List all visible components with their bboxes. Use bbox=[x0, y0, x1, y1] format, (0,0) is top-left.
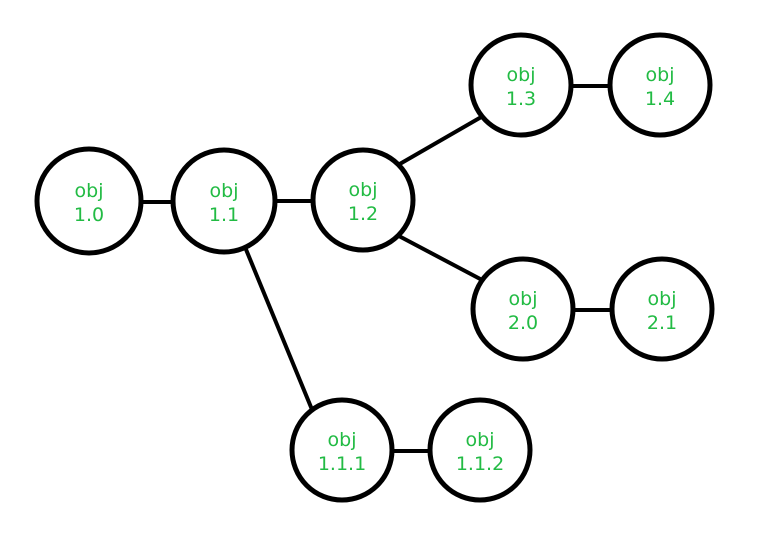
node-label-line2-obj1_3: 1.3 bbox=[506, 88, 536, 110]
node-label-line2-obj2_0: 2.0 bbox=[508, 312, 538, 334]
node-label-line2-obj1_0: 1.0 bbox=[74, 204, 104, 226]
node-circle-obj1_1_1[interactable] bbox=[289, 397, 395, 503]
node-label-line1-obj1_1_2: obj bbox=[466, 429, 495, 451]
node-label-line1-obj1_1_1: obj bbox=[328, 429, 357, 451]
node-label-line1-obj1_0: obj bbox=[75, 180, 104, 202]
node-label-line2-obj1_4: 1.4 bbox=[645, 88, 675, 110]
node-circle-obj2_1[interactable] bbox=[609, 256, 715, 362]
node-circle-obj1_1[interactable] bbox=[170, 147, 278, 255]
node-label-line1-obj1_3: obj bbox=[507, 64, 536, 86]
node-circle-obj1_1_2[interactable] bbox=[427, 397, 533, 503]
node-circle-obj2_0[interactable] bbox=[470, 256, 576, 362]
node-label-line2-obj1_2: 1.2 bbox=[348, 203, 378, 225]
node-label-line2-obj1_1: 1.1 bbox=[209, 204, 239, 226]
node-label-line2-obj1_1_1: 1.1.1 bbox=[318, 453, 366, 475]
node-circle-obj1_3[interactable] bbox=[468, 32, 574, 138]
node-label-line2-obj2_1: 2.1 bbox=[647, 312, 677, 334]
node-circle-obj1_2[interactable] bbox=[310, 147, 416, 253]
graph-edge-obj1_1-obj1_1_1[interactable] bbox=[243, 246, 315, 413]
node-circle-obj1_0[interactable] bbox=[34, 146, 144, 256]
graph-edge-obj1_2-obj1_3[interactable] bbox=[397, 114, 484, 167]
node-label-line1-obj2_1: obj bbox=[648, 288, 677, 310]
node-label-line1-obj1_4: obj bbox=[646, 64, 675, 86]
node-label-line2-obj1_1_2: 1.1.2 bbox=[456, 453, 504, 475]
node-circle-obj1_4[interactable] bbox=[607, 32, 713, 138]
graph-edge-obj1_2-obj2_0[interactable] bbox=[396, 233, 485, 283]
node-label-line1-obj1_1: obj bbox=[210, 180, 239, 202]
node-label-line1-obj1_2: obj bbox=[349, 179, 378, 201]
node-label-line1-obj2_0: obj bbox=[509, 288, 538, 310]
edge-layer bbox=[141, 84, 612, 453]
